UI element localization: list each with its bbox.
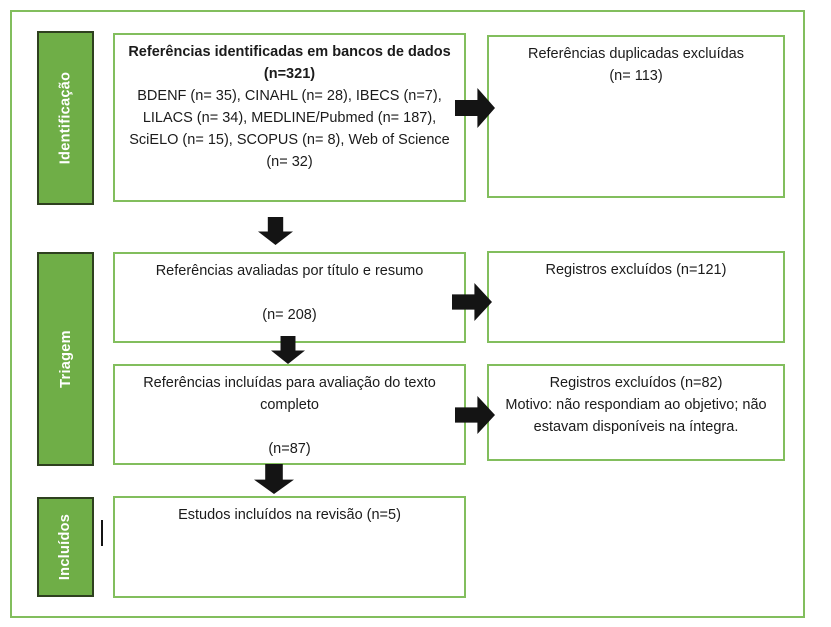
box-duplicates-line1: Referências duplicadas excluídas	[527, 46, 744, 62]
box-excluded-fulltext-reason: Motivo: não respondiam ao objetivo; não …	[505, 397, 767, 435]
box-identified-references: Referências identificadas em bancos de d…	[113, 33, 466, 202]
box-identified-title: Referências identificadas em bancos de d…	[128, 44, 451, 82]
stage-identificacao-label: Identificação	[57, 71, 74, 165]
box-duplicates-excluded: Referências duplicadas excluídas (n= 113…	[487, 35, 785, 198]
box-fulltext-count: (n=87)	[268, 441, 311, 457]
stage-triagem-label: Triagem	[57, 330, 74, 388]
box-title-abstract-screening: Referências avaliadas por título e resum…	[113, 252, 466, 343]
box-title-abstract-line1: Referências avaliadas por título e resum…	[155, 263, 424, 279]
box-fulltext-assessment: Referências incluídas para avaliação do …	[113, 364, 466, 465]
box-duplicates-count: (n= 113)	[609, 68, 663, 84]
box-included-line1: Estudos incluídos na revisão (n=5)	[178, 507, 401, 523]
stage-incluidos: Incluídos	[37, 497, 94, 597]
box-identified-body: BDENF (n= 35), CINAHL (n= 28), IBECS (n=…	[129, 88, 450, 170]
stage-incluidos-label: Incluídos	[57, 513, 74, 581]
box-excluded-screening: Registros excluídos (n=121)	[487, 251, 785, 343]
box-excluded-fulltext-line1: Registros excluídos (n=82)	[549, 375, 723, 391]
cursor-artifact-line	[101, 520, 103, 546]
box-excluded-screening-line1: Registros excluídos (n=121)	[545, 262, 727, 278]
stage-identificacao: Identificação	[37, 31, 94, 205]
box-excluded-fulltext: Registros excluídos (n=82) Motivo: não r…	[487, 364, 785, 461]
box-included-studies: Estudos incluídos na revisão (n=5)	[113, 496, 466, 598]
outer-border	[10, 10, 805, 618]
box-fulltext-line1: Referências incluídas para avaliação do …	[143, 375, 436, 413]
box-title-abstract-count: (n= 208)	[262, 307, 317, 323]
stage-triagem: Triagem	[37, 252, 94, 466]
